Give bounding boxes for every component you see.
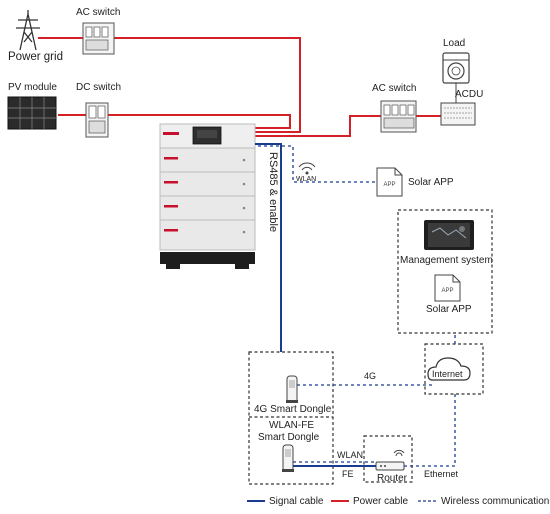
internet-box	[424, 343, 484, 395]
app-icon-text-top: APP	[383, 182, 395, 188]
label-fe: FE	[342, 469, 354, 479]
dongle-box	[248, 351, 334, 485]
label-solar-app-top: Solar APP	[408, 177, 454, 188]
management-box	[397, 209, 493, 334]
label-smart-dongle: Smart Dongle	[258, 432, 320, 443]
ac-switch-right-icon	[380, 100, 417, 133]
solar-app-top-icon: APP	[376, 167, 403, 197]
acdu-icon	[440, 102, 476, 126]
power-cables	[38, 37, 441, 137]
legend-signal-label: Signal cable	[269, 496, 324, 507]
inverter-battery-stack	[159, 123, 256, 269]
pv-module-icon	[7, 96, 57, 130]
ethernet-link	[404, 394, 456, 467]
power-cable-inverter-to-acswitch	[255, 115, 381, 137]
label-internet: Internet	[432, 369, 463, 379]
label-acdu: ACDU	[455, 89, 484, 100]
dc-switch-icon	[85, 102, 109, 138]
dongle-4g-icon	[286, 375, 298, 403]
power-grid-icon	[16, 10, 40, 51]
label-4g-smart-dongle: 4G Smart Dongle	[254, 404, 332, 415]
label-router: Router	[377, 473, 408, 484]
label-solar-app-box: Solar APP	[426, 304, 472, 315]
solar-app-box-icon: APP	[434, 274, 461, 302]
load-icon	[442, 52, 470, 84]
signal-cable-rs485	[255, 143, 282, 352]
label-power-grid: Power grid	[8, 51, 63, 63]
management-monitor-icon	[424, 220, 474, 250]
cloud-icon	[427, 357, 471, 381]
label-wlan-bottom: WLAN	[337, 450, 364, 460]
ac-switch-top-icon	[82, 22, 115, 55]
label-pv-module: PV module	[8, 82, 57, 93]
legend-power-label: Power cable	[353, 496, 409, 507]
router-box	[363, 435, 413, 483]
label-4g: 4G	[364, 371, 377, 381]
label-ac-switch-top: AC switch	[76, 7, 121, 18]
legend-wireless-label: Wireless communication	[441, 496, 550, 507]
label-dc-switch: DC switch	[76, 82, 122, 93]
label-management-system: Management system	[400, 255, 493, 266]
power-cable-acswitch-to-inverter	[114, 37, 301, 133]
label-ethernet: Ethernet	[424, 469, 459, 479]
label-load: Load	[443, 38, 466, 49]
dongle-wlan-fe-icon	[282, 444, 294, 472]
label-wlan-top: WLAN	[296, 176, 317, 183]
label-ac-switch-right: AC switch	[372, 83, 417, 94]
app-icon-text-box: APP	[441, 288, 453, 294]
label-wlan-fe: WLAN-FE	[269, 420, 314, 431]
wifi-icon-top	[298, 162, 316, 175]
label-rs485: RS485 & enable	[267, 152, 279, 233]
power-cable-dcswitch-to-inverter	[108, 114, 291, 129]
router-icon	[375, 449, 405, 471]
